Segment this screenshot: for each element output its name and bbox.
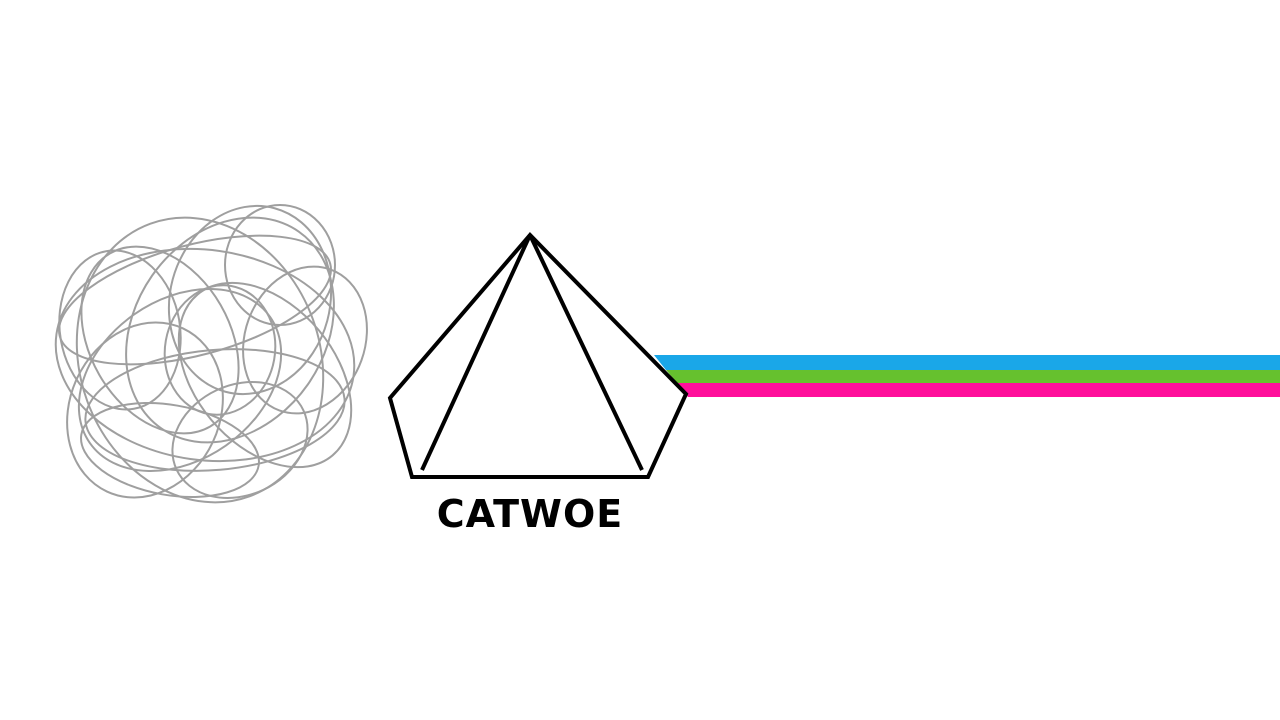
spectrum-band-magenta <box>677 383 1280 397</box>
spectrum-bands <box>654 355 1280 397</box>
catwoe-label: CATWOE <box>436 492 624 536</box>
spectrum-band-cyan <box>654 355 1280 370</box>
prism-icon <box>387 232 689 479</box>
scribble-tangle-icon <box>54 204 368 504</box>
spectrum-band-green <box>666 370 1280 383</box>
